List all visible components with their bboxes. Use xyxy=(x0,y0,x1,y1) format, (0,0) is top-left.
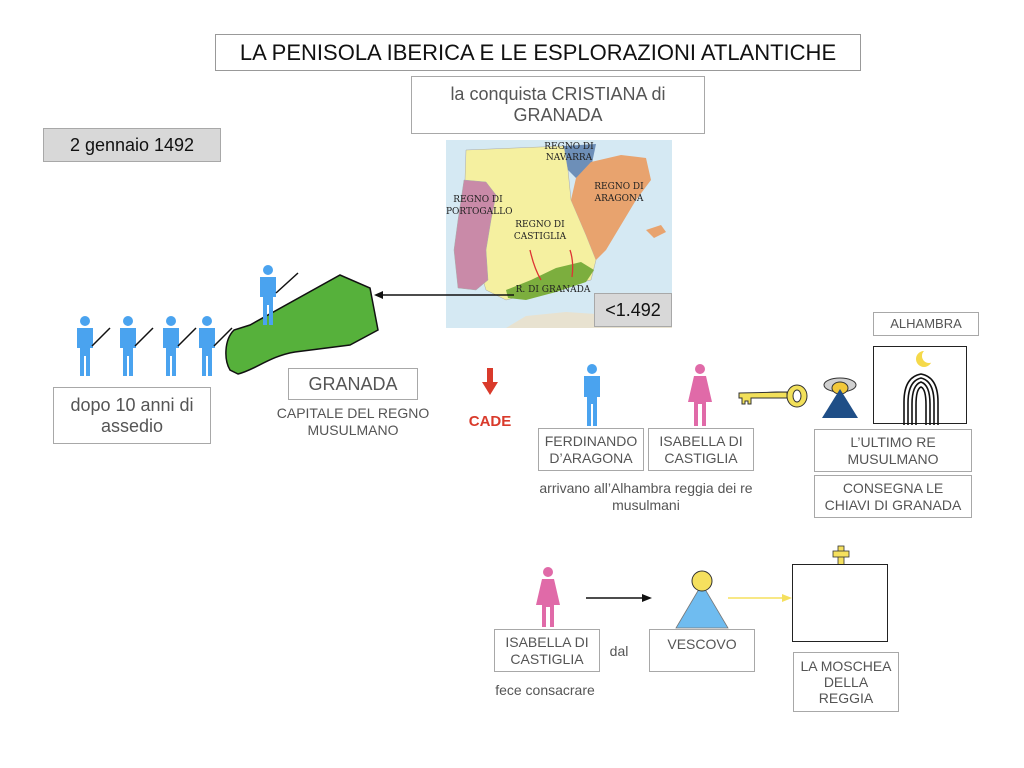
key-icon xyxy=(738,384,808,408)
falls-label: CADE xyxy=(468,413,512,430)
ferdinando-label: FERDINANDO D’ARAGONA xyxy=(538,428,644,471)
isabella-figure-2 xyxy=(536,567,560,627)
subtitle-box: la conquista CRISTIANA di GRANADA xyxy=(411,76,705,134)
date-label: 2 gennaio 1492 xyxy=(43,128,221,162)
map-label-portogallo: REGNO DI PORTOGALLO xyxy=(446,195,513,217)
alhambra-picture xyxy=(873,346,967,425)
hands-keys-label: CONSEGNA LE CHIAVI DI GRANADA xyxy=(814,475,972,518)
alhambra-arch-icon xyxy=(903,349,939,425)
bishop-to-mosque-arrow xyxy=(728,594,792,602)
granada-description: CAPITALE DEL REGNO MUSULMANO xyxy=(276,405,430,438)
falls-arrow-icon xyxy=(482,368,498,395)
mosque-picture xyxy=(792,564,888,642)
soldier-2 xyxy=(120,316,154,376)
last-king-label: L’ULTIMO RE MUSULMANO xyxy=(814,429,972,472)
alhambra-label: ALHAMBRA xyxy=(873,312,979,336)
isabella-figure xyxy=(688,364,712,426)
region-portogallo xyxy=(453,179,497,291)
soldier-standing-on-granada xyxy=(260,265,299,325)
iberia-map-svg xyxy=(453,144,672,328)
granada-label: GRANADA xyxy=(288,368,418,400)
map-label-navarra: REGNO DI NAVARRA xyxy=(544,142,594,163)
date-badge: <1.492 xyxy=(594,293,672,327)
region-baleari xyxy=(646,225,666,238)
isabella-label: ISABELLA DI CASTIGLIA xyxy=(648,428,754,471)
bishop-label: VESCOVO xyxy=(649,629,755,672)
map-label-granada: R. DI GRANADA xyxy=(515,285,591,295)
soldier-3 xyxy=(163,316,197,376)
siege-caption: dopo 10 anni di assedio xyxy=(53,387,211,444)
soldier-4 xyxy=(199,316,233,376)
map-label-aragona: REGNO DI ARAGONA xyxy=(594,182,644,204)
page-title: LA PENISOLA IBERICA E LE ESPLORAZIONI AT… xyxy=(215,34,861,71)
bishop-icon xyxy=(675,570,729,629)
isabella-label-2: ISABELLA DI CASTIGLIA xyxy=(494,629,600,672)
ferdinando-figure xyxy=(584,364,600,426)
isabella-to-bishop-arrow xyxy=(586,594,652,602)
soldier-1 xyxy=(77,316,111,376)
map-to-granada-arrow xyxy=(374,291,514,299)
by-label: dal xyxy=(609,643,629,659)
mosque-label: LA MOSCHEA DELLA REGGIA xyxy=(793,652,899,712)
action-label: fece consacrare xyxy=(495,682,595,698)
kings-caption: arrivano all’Alhambra reggia dei re musu… xyxy=(539,480,753,513)
granada-shape xyxy=(225,274,379,375)
arrow-castiglia-1 xyxy=(529,249,542,281)
iberia-map: REGNO DI NAVARRA REGNO DI ARAGONA REGNO … xyxy=(446,140,672,328)
arrow-castiglia-2 xyxy=(569,249,574,278)
region-aragona xyxy=(571,155,651,260)
muslim-king-icon xyxy=(822,377,858,418)
map-label-castiglia: REGNO DI CASTIGLIA xyxy=(513,220,567,242)
